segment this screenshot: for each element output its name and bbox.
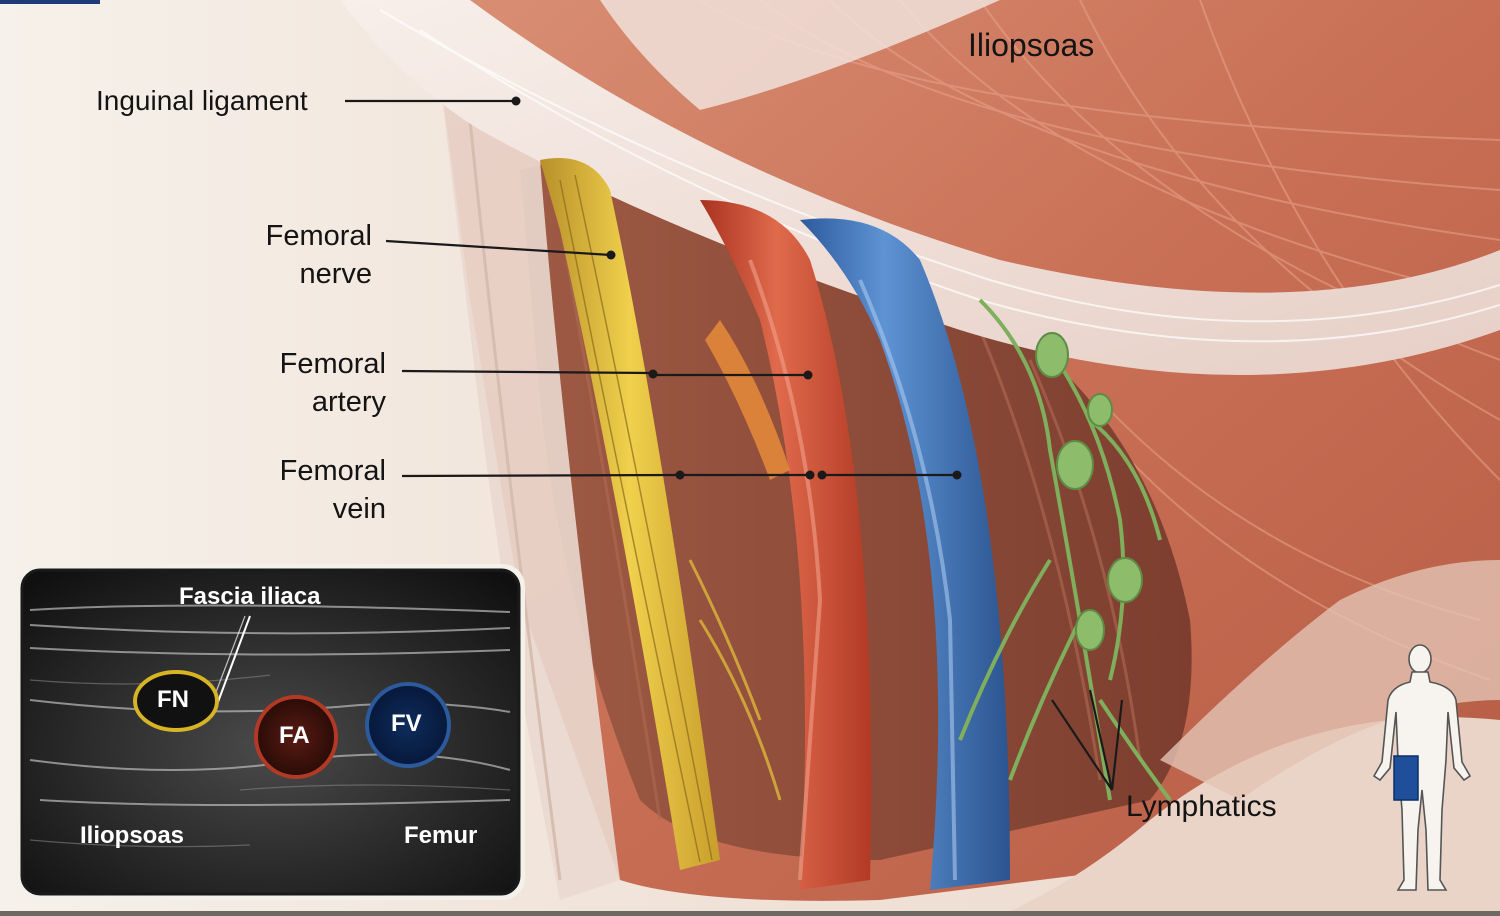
label-femoral-nerve: Femoral nerve (210, 217, 372, 293)
bottom-border (0, 911, 1500, 916)
us-label-fn: FN (157, 686, 189, 713)
us-label-fv: FV (391, 710, 422, 737)
us-label-iliopsoas: Iliopsoas (80, 822, 185, 849)
us-label-femur: Femur (404, 822, 478, 849)
label-femoral-vein: Femoral vein (224, 452, 386, 528)
ultrasound-inset (16, 564, 525, 900)
label-femoral-artery-line2: artery (311, 386, 386, 418)
human-figure-outline-icon (1372, 644, 1472, 891)
label-femoral-artery-line1: Femoral (279, 348, 386, 380)
label-femoral-nerve-line1: Femoral (265, 220, 372, 252)
label-femoral-vein-line2: vein (332, 493, 386, 525)
label-lymphatics: Lymphatics (1126, 790, 1277, 823)
label-femoral-nerve-line2: nerve (299, 258, 372, 290)
top-accent-bar (0, 0, 100, 4)
label-femoral-vein-line1: Femoral (279, 455, 386, 487)
label-inguinal-ligament: Inguinal ligament (96, 85, 308, 116)
label-iliopsoas: Iliopsoas (968, 27, 1095, 63)
us-label-fascia-iliaca: Fascia iliaca (179, 583, 321, 610)
region-marker (1393, 755, 1419, 801)
label-femoral-artery: Femoral artery (224, 345, 386, 421)
us-label-fa: FA (279, 722, 310, 749)
